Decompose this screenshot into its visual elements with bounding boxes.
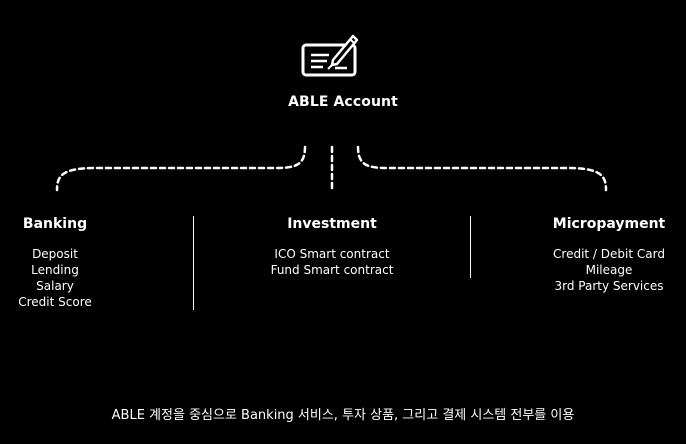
branch-item: Salary (36, 279, 74, 293)
branch-title: Micropayment (552, 216, 666, 232)
branch-title: Investment (287, 216, 377, 232)
connector-right (356, 145, 608, 192)
branch-item: Lending (31, 263, 79, 277)
branch-item: Mileage (585, 263, 633, 277)
branch-investment: Investment ICO Smart contract Fund Smart… (232, 216, 432, 278)
branch-item: Credit Score (18, 295, 92, 309)
branch-micropayment: Micropayment Credit / Debit Card Mileage… (540, 216, 678, 294)
caption: ABLE 계정을 중심으로 Banking 서비스, 투자 상품, 그리고 결제… (111, 408, 575, 423)
branch-title: Banking (22, 216, 88, 232)
branch-items: Deposit Lending Salary Credit Score (0, 246, 110, 310)
branch-item: ICO Smart contract (274, 247, 390, 261)
branch-item: Deposit (32, 247, 78, 261)
branch-banking: Banking Deposit Lending Salary Credit Sc… (0, 216, 110, 310)
branch-item: Credit / Debit Card (553, 247, 665, 261)
divider-right (470, 216, 471, 278)
branch-item: Fund Smart contract (270, 263, 394, 277)
connector-left (55, 145, 307, 192)
cheque-pen-icon (301, 34, 359, 77)
root-title: ABLE Account (288, 94, 398, 110)
branch-items: ICO Smart contract Fund Smart contract (232, 246, 432, 278)
branch-items: Credit / Debit Card Mileage 3rd Party Se… (540, 246, 678, 294)
divider-left (193, 216, 194, 310)
branch-item: 3rd Party Services (554, 279, 664, 293)
